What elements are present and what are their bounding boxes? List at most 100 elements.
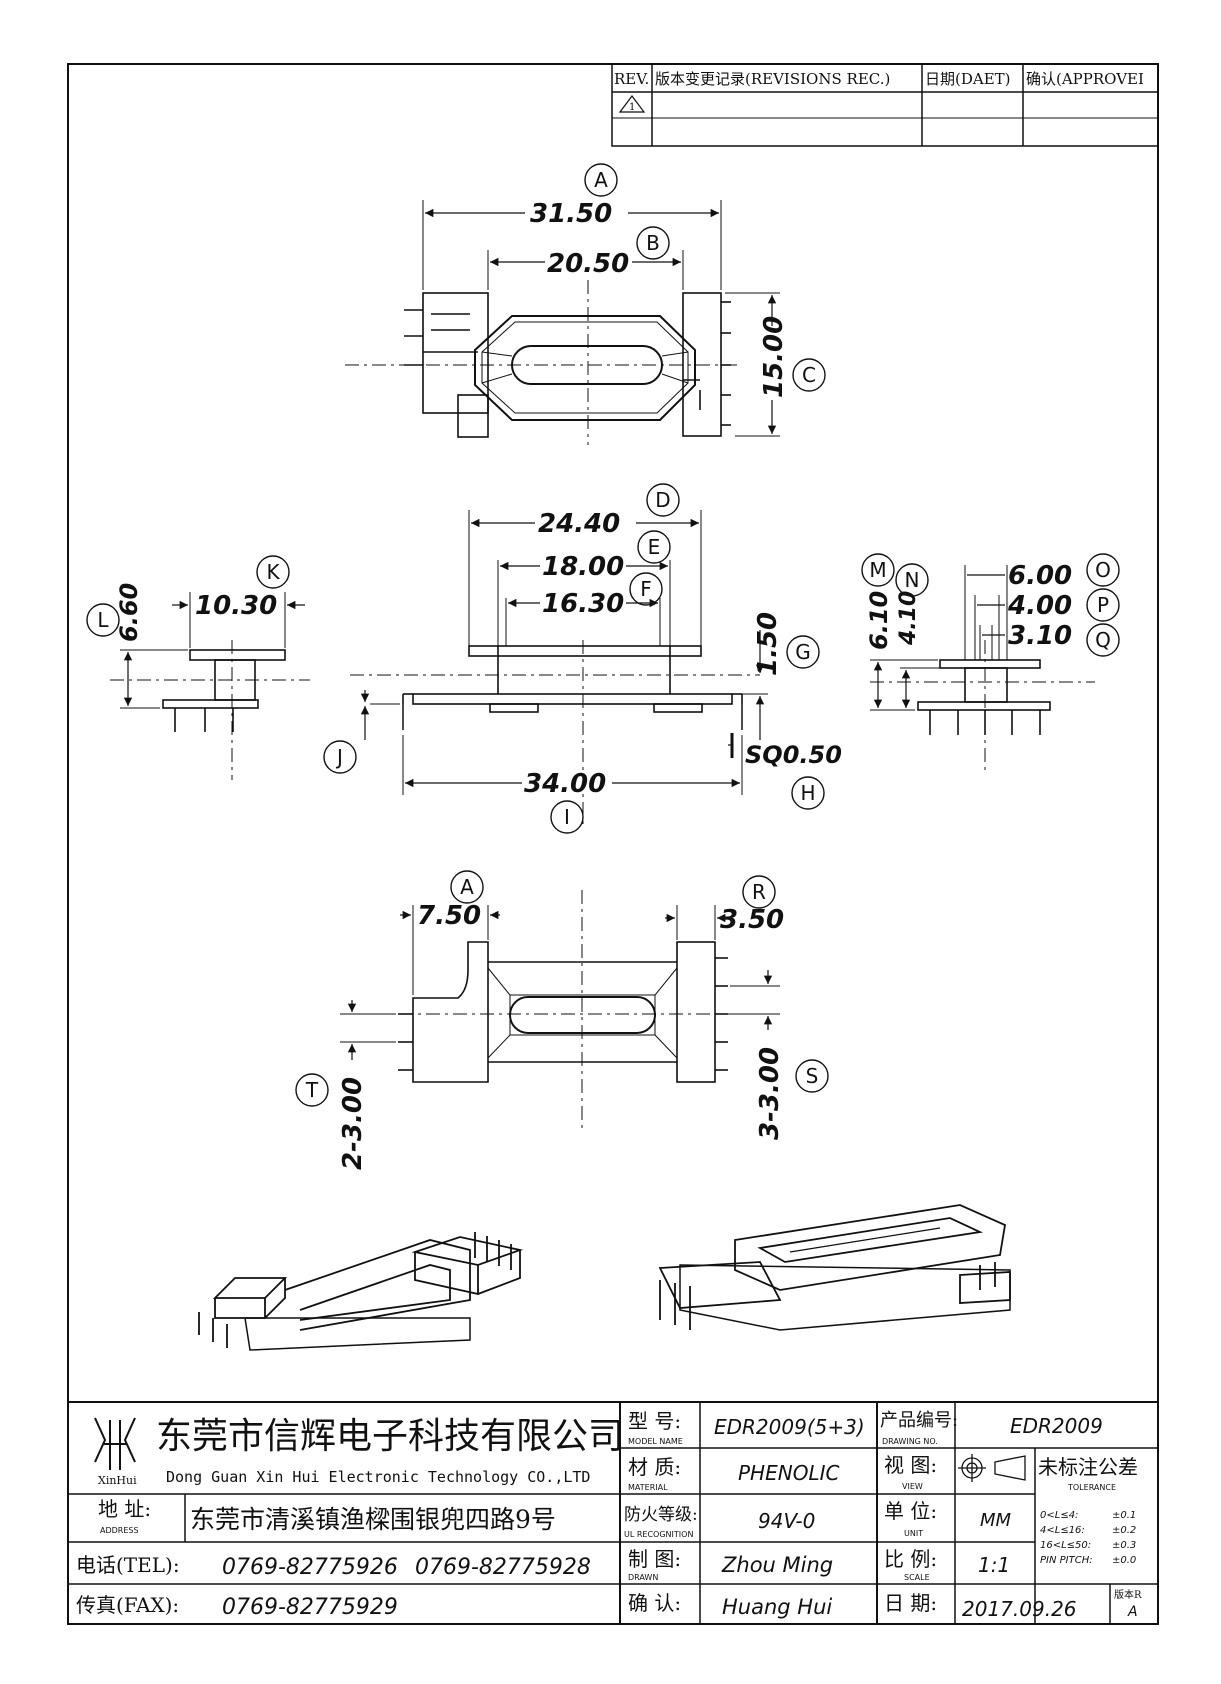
top-view-dims: 31.50 20.50 15.00 A B C [422, 163, 826, 437]
label-a: A [594, 168, 608, 192]
dim-bottom-a-text: 7.50 [417, 901, 481, 931]
tolerance-value-3: ±0.3 [1112, 1540, 1136, 1551]
revisions-header: 版本变更记录(REVISIONS REC.) [655, 70, 890, 88]
dim-a-text: 31.50 [530, 199, 612, 229]
address-label: 地 址: [98, 1497, 151, 1521]
fax-label: 传真(FAX): [76, 1593, 179, 1617]
left-view-dims: 10.30 6.60 K L [86, 555, 305, 709]
address-value: 东莞市清溪镇渔樑围银兜四路9号 [190, 1505, 556, 1534]
version-value: A [1127, 1604, 1138, 1620]
drawing-frame [67, 63, 1159, 1625]
dim-c-text: 15.00 [759, 316, 789, 398]
tolerance-range-2: 4<L≤16: [1040, 1525, 1085, 1536]
dim-k-text: 10.30 [195, 591, 277, 621]
material-label: 材 质: [628, 1455, 681, 1479]
dim-m-text: 6.10 [865, 591, 893, 650]
label-bottom-a: A [460, 875, 474, 899]
label-d: D [655, 488, 670, 512]
model-value: EDR2009(5+3) [714, 1415, 865, 1439]
unit-label: 单 位: [884, 1499, 937, 1523]
company-logo [94, 1417, 136, 1470]
dim-n-text: 4.10 [896, 591, 921, 646]
model-label: 型 号: [628, 1409, 681, 1433]
scale-label: 比 例: [884, 1547, 937, 1571]
view-label: 视 图: [884, 1453, 937, 1477]
material-label-en: MATERIAL [628, 1483, 668, 1492]
label-g: G [795, 640, 811, 664]
dim-g-text: 1.50 [753, 612, 783, 676]
date-header: 日期(DAET) [925, 70, 1011, 88]
drawn-label: 制 图: [628, 1547, 681, 1571]
isometric-view-left [198, 1232, 524, 1351]
bottom-view [345, 890, 780, 1130]
dim-q-text: 3.10 [1008, 621, 1072, 651]
dim-f-text: 16.30 [542, 589, 624, 619]
label-n: N [905, 568, 920, 592]
label-e: E [648, 535, 661, 559]
check-value: Huang Hui [722, 1595, 832, 1619]
approve-header: 确认(APPROVEI [1026, 70, 1144, 88]
dim-o-text: 6.00 [1008, 561, 1072, 591]
tolerance-value-4: ±0.0 [1112, 1555, 1136, 1566]
tolerance-range-1: 0<L≤4: [1040, 1510, 1078, 1521]
drawing-no-value: EDR2009 [1010, 1414, 1103, 1438]
dim-i-text: 34.00 [524, 769, 606, 799]
ul-label-en: UL RECOGNITION [624, 1530, 693, 1539]
view-label-en: VIEW [902, 1482, 923, 1491]
label-f: F [640, 577, 652, 601]
label-b: B [646, 231, 660, 255]
company-name-cn: 东莞市信辉电子科技有限公司 [156, 1416, 624, 1457]
dim-p-text: 4.00 [1007, 591, 1072, 621]
dim-s-text: 3-3.00 [755, 1047, 785, 1140]
label-q: Q [1095, 628, 1111, 652]
drawn-label-en: DRAWN [628, 1573, 658, 1582]
projection-symbol-icon [958, 1454, 1026, 1482]
label-t: T [305, 1078, 319, 1102]
label-k: K [266, 560, 280, 584]
top-view [345, 280, 740, 445]
rev-symbol: 1 [629, 102, 635, 113]
title-block [67, 1401, 1159, 1625]
drawing-no-label: 产品编号: [880, 1410, 958, 1431]
rev-triangle-icon [618, 95, 646, 113]
left-view [110, 640, 310, 780]
label-c: C [802, 363, 816, 387]
tolerance-range-3: 16<L≤50: [1040, 1540, 1091, 1551]
dim-d-text: 24.40 [538, 509, 620, 539]
tolerance-value-2: ±0.2 [1112, 1525, 1136, 1536]
scale-label-en: SCALE [904, 1573, 930, 1582]
label-r: R [752, 880, 766, 904]
fax-value: 0769-82775929 [222, 1595, 398, 1620]
ul-label: 防火等级: [624, 1505, 698, 1525]
label-o: O [1095, 558, 1111, 582]
label-p: P [1097, 593, 1109, 617]
address-label-en: ADDRESS [100, 1526, 139, 1535]
label-s: S [806, 1064, 819, 1088]
tolerance-label: 未标注公差 [1038, 1455, 1138, 1479]
front-view [350, 640, 760, 825]
label-m: M [869, 558, 886, 582]
date-label: 日 期: [884, 1591, 937, 1615]
scale-value: 1:1 [978, 1553, 1010, 1577]
logo-text: XinHui [98, 1474, 137, 1487]
dim-e-text: 18.00 [542, 552, 624, 582]
material-value: PHENOLIC [738, 1461, 839, 1485]
version-label: 版本R [1114, 1588, 1142, 1601]
tel-2: 0769-82775928 [415, 1555, 591, 1580]
label-i: I [564, 805, 570, 829]
model-label-en: MODEL NAME [628, 1437, 683, 1446]
drawing-no-label-en: DRAWING NO. [882, 1437, 938, 1446]
drawn-value: Zhou Ming [721, 1553, 833, 1577]
tolerance-range-4: PIN PITCH: [1040, 1555, 1093, 1566]
date-value: 2017.09.26 [962, 1597, 1077, 1621]
unit-label-en: UNIT [904, 1529, 923, 1538]
right-view-dims: 6.00 4.00 3.10 6.10 4.10 M N O P Q [861, 553, 1120, 711]
unit-value: MM [980, 1510, 1012, 1531]
dim-b-text: 20.50 [547, 249, 629, 279]
tel-1: 0769-82775926 [222, 1555, 398, 1580]
front-view-dims: 24.40 18.00 16.30 1.50 SQ0.50 34.00 D E … [323, 483, 842, 834]
rev-header: REV. [614, 70, 649, 88]
company-name-en: Dong Guan Xin Hui Electronic Technology … [166, 1468, 590, 1486]
ul-value: 94V-0 [758, 1509, 815, 1533]
